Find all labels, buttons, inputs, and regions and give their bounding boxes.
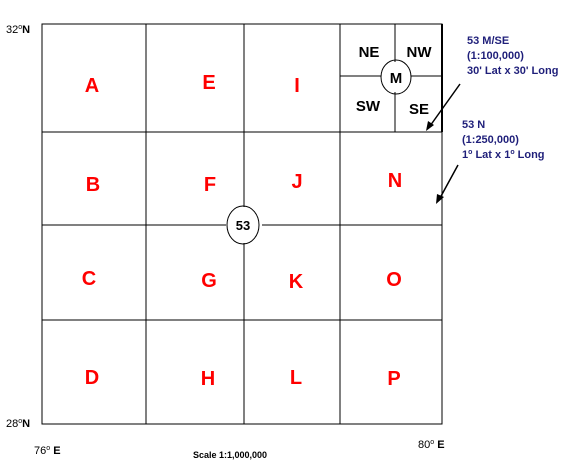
sub-sheet-label-se: SE [409,101,429,118]
arrow-nsheet-shaft [439,164,459,199]
cell-letter-J: J [291,171,302,193]
annotation-nsheet-line3: 1o Lat x 1o Long [462,149,545,161]
sub-sheet-label-ne: NE [359,44,380,61]
cell-letter-O: O [386,269,402,291]
sub-sheet-center-circle [380,59,412,95]
annotation-msheet-line1: 53 M/SE [467,35,509,47]
coordinate-labels: 32oN 28oN 76o E 80o E [6,24,445,457]
scale-label: Scale 1:1,000,000 [193,450,267,460]
grid-letters: A E I B F J N C G K O D H L P [82,72,402,390]
arrow-msheet-shaft [429,83,461,127]
center-marker-circle [226,205,260,245]
cell-letter-K: K [289,271,304,293]
cell-letter-C: C [82,268,96,290]
annotation-msheet: 53 M/SE (1:100,000) 30' Lat x 30' Long [467,35,558,77]
sub-sheet-label-nw: NW [407,44,433,61]
annotation-msheet-line2: (1:100,000) [467,50,524,62]
sub-sheet-labels: NE NW SW SE M [356,44,432,118]
cell-letter-D: D [85,367,99,389]
annotation-nsheet: 53 N (1:250,000) 1o Lat x 1o Long [462,119,545,161]
cell-letter-A: A [85,75,99,97]
cell-letter-L: L [290,367,302,389]
cell-letter-H: H [201,368,215,390]
lon-label-right: 80o E [418,439,445,451]
sub-sheet-label-m: M [390,70,403,87]
lon-label-left: 76o E [34,445,61,457]
arrow-nsheet-head [436,194,444,204]
cell-letter-G: G [201,270,217,292]
cell-letter-F: F [204,174,216,196]
cell-letter-N: N [388,170,402,192]
sheet-outline [41,23,443,425]
center-marker-label: 53 [236,218,250,233]
annotation-msheet-line3: 30' Lat x 30' Long [467,65,558,77]
annotation-nsheet-line1: 53 N [462,119,485,131]
lat-label-top: 32oN [6,24,30,36]
cell-letter-I: I [294,75,300,97]
lat-label-bottom: 28oN [6,418,30,430]
sub-sheet-label-sw: SW [356,98,381,115]
cell-letter-E: E [202,72,215,94]
annotation-arrows [426,83,461,204]
arrow-msheet-head [426,121,434,131]
grid-lines [41,23,443,425]
cell-letter-B: B [86,174,100,196]
annotation-nsheet-line2: (1:250,000) [462,134,519,146]
cell-letter-P: P [387,368,400,390]
